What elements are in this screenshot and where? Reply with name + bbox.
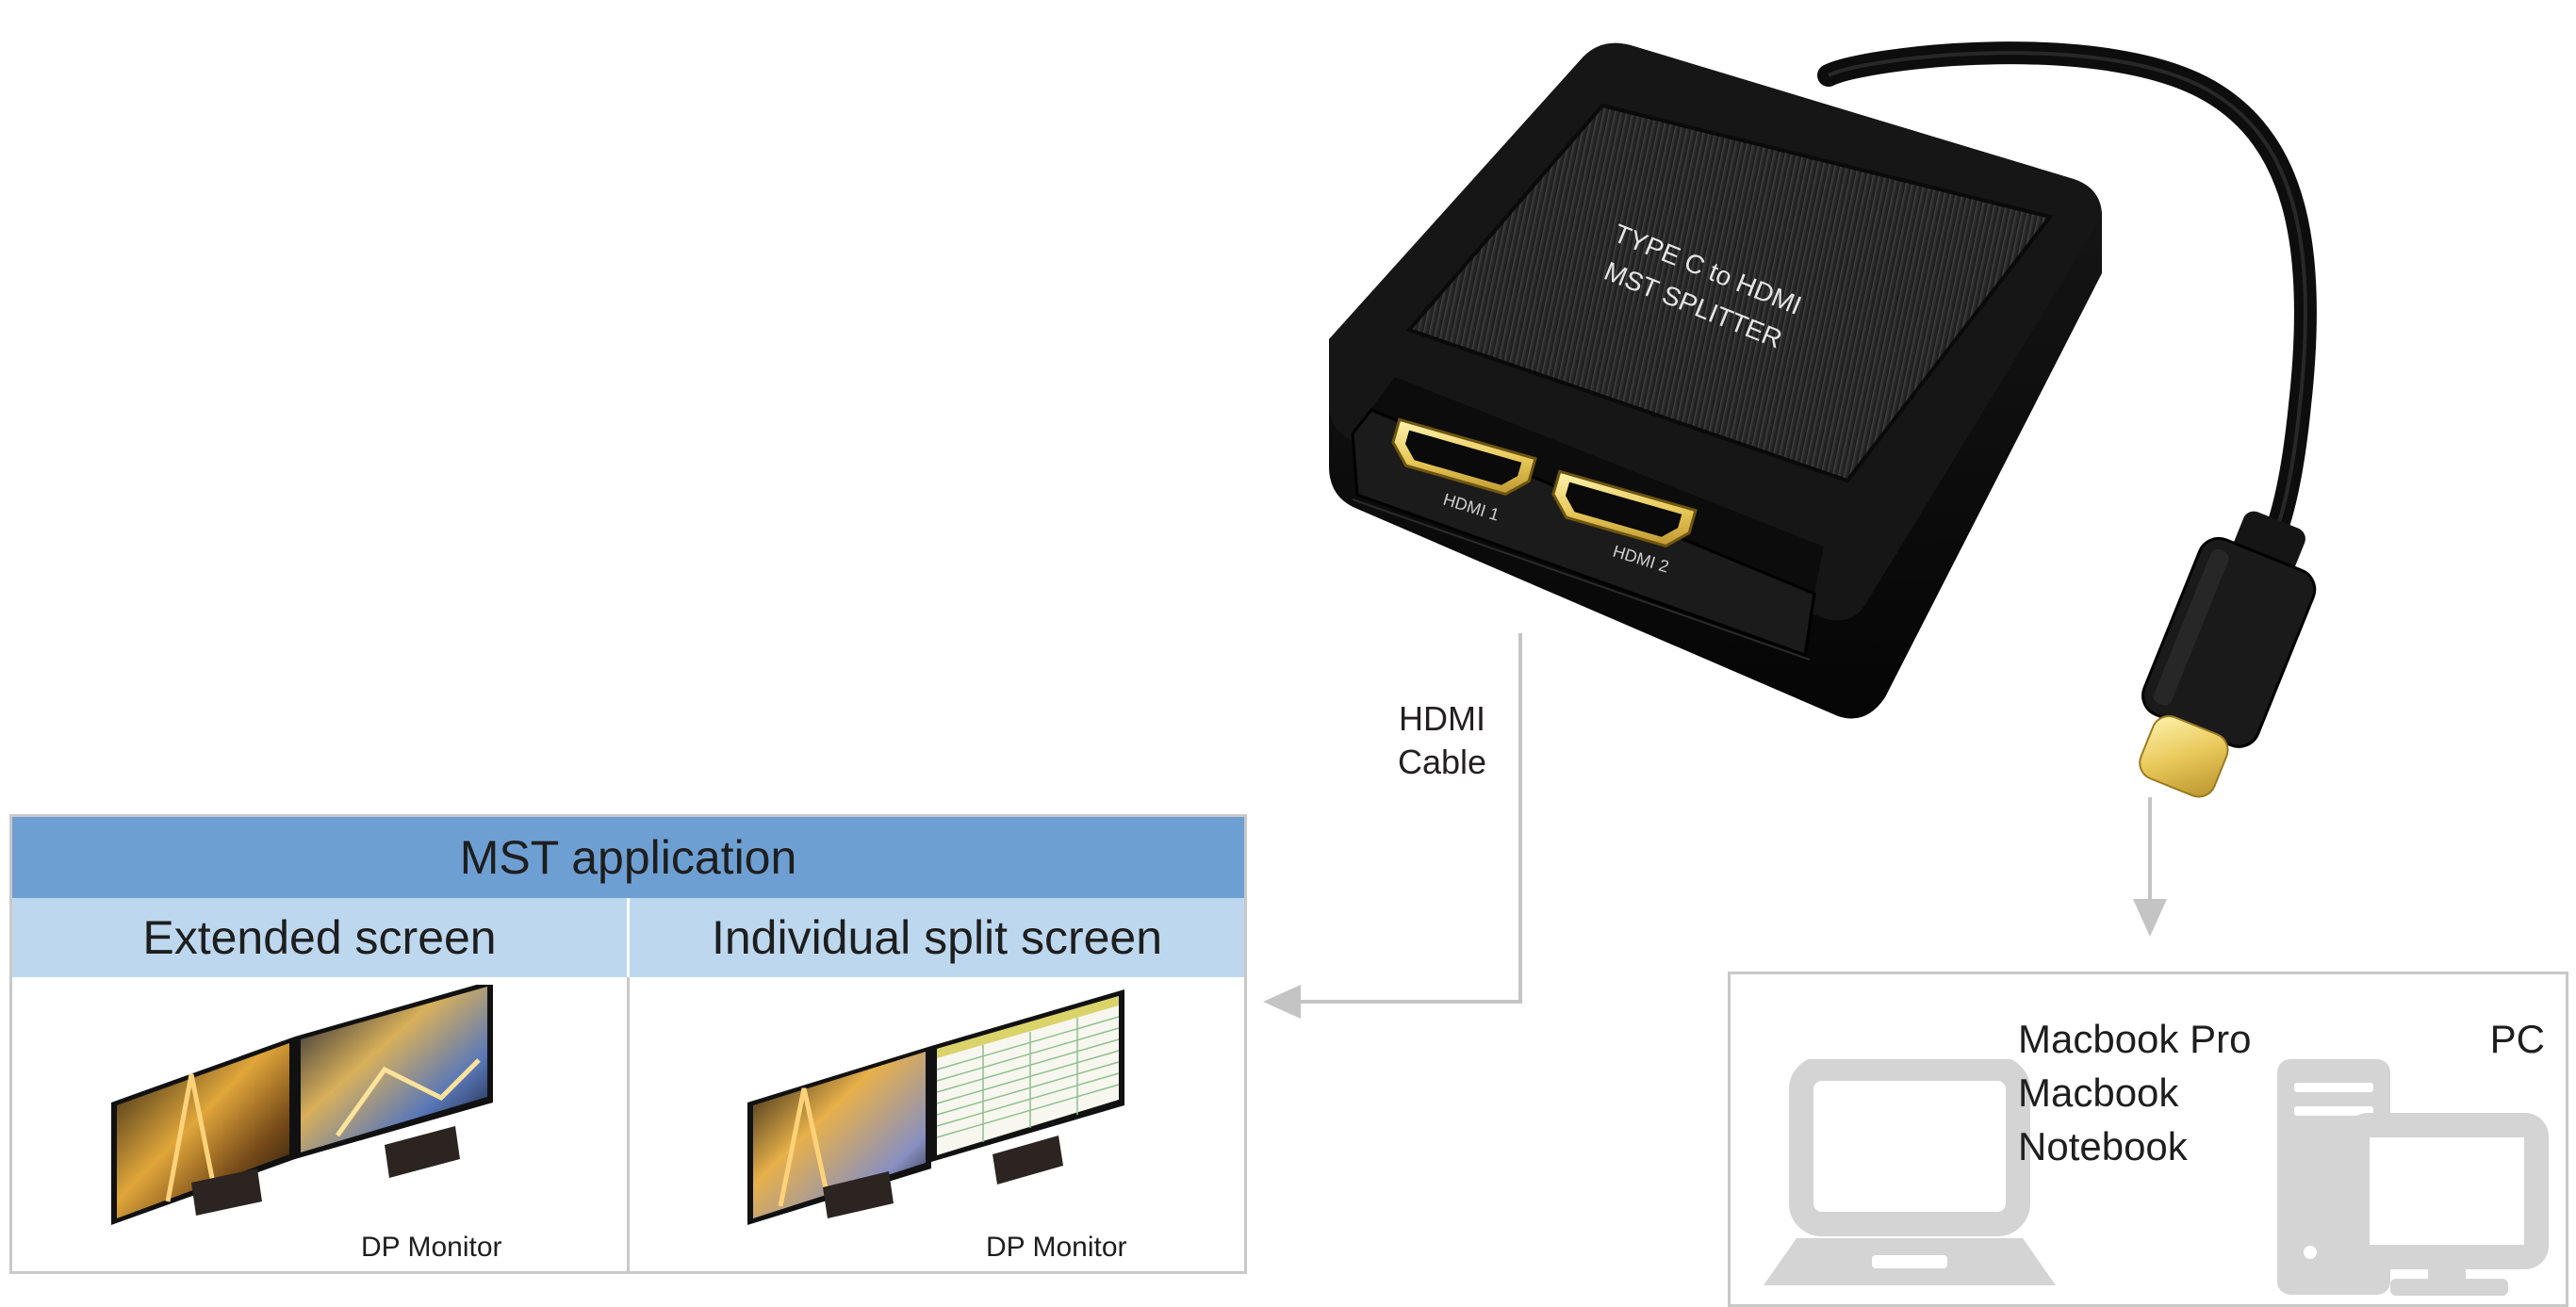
- laptop-name-macbook-pro: Macbook Pro: [2018, 1017, 2252, 1061]
- individual-split-screen-heading: Individual split screen: [630, 898, 1244, 977]
- desktop-pc-icon: [2277, 1059, 2549, 1296]
- hdmi-port-1: [1391, 417, 1537, 496]
- monitor-right-spreadsheet: [931, 989, 1124, 1184]
- monitor-left: [111, 1037, 295, 1225]
- laptop-name-notebook: Notebook: [2018, 1124, 2188, 1168]
- extended-dp-monitor-label: DP Monitor: [361, 1232, 502, 1263]
- split-dp-monitor-label: DP Monitor: [986, 1232, 1127, 1263]
- mst-table-title: MST application: [12, 817, 1244, 898]
- laptop-icon: [1764, 1059, 2056, 1285]
- hdmi-cable-label-line1: HDMI: [1399, 699, 1485, 738]
- extended-screen-heading: Extended screen: [12, 898, 627, 977]
- usb-c-arrowhead: [2133, 899, 2167, 937]
- usb-c-cable: [1817, 41, 2317, 577]
- mst-splitter-device: TYPE C to HDMI MST SPLITTER HDMI 1 HDMI …: [1329, 41, 2317, 798]
- extended-screen-monitors: [111, 985, 493, 1225]
- hdmi-port-2: [1551, 469, 1698, 547]
- hdmi-cable-arrow-line: [1293, 633, 1522, 1004]
- hdmi-cable-arrowhead: [1263, 985, 1301, 1019]
- laptop-names: Macbook Pro Macbook Notebook: [2018, 1012, 2251, 1173]
- laptop-name-macbook: Macbook: [2018, 1070, 2179, 1115]
- usb-c-plug: [2139, 511, 2317, 798]
- monitor-right: [295, 985, 493, 1178]
- hdmi-cable-label: HDMI Cable: [1367, 697, 1518, 784]
- column-divider: [627, 977, 630, 1274]
- monitor-left-photo: [747, 1046, 931, 1225]
- computer-box: Macbook Pro Macbook Notebook PC: [1728, 972, 2568, 1307]
- split-screen-monitors: [747, 989, 1124, 1225]
- mst-application-table: MST application Extended screen Individu…: [9, 814, 1247, 1274]
- hdmi-cable-label-line2: Cable: [1397, 743, 1487, 781]
- pc-label: PC: [2489, 1017, 2545, 1061]
